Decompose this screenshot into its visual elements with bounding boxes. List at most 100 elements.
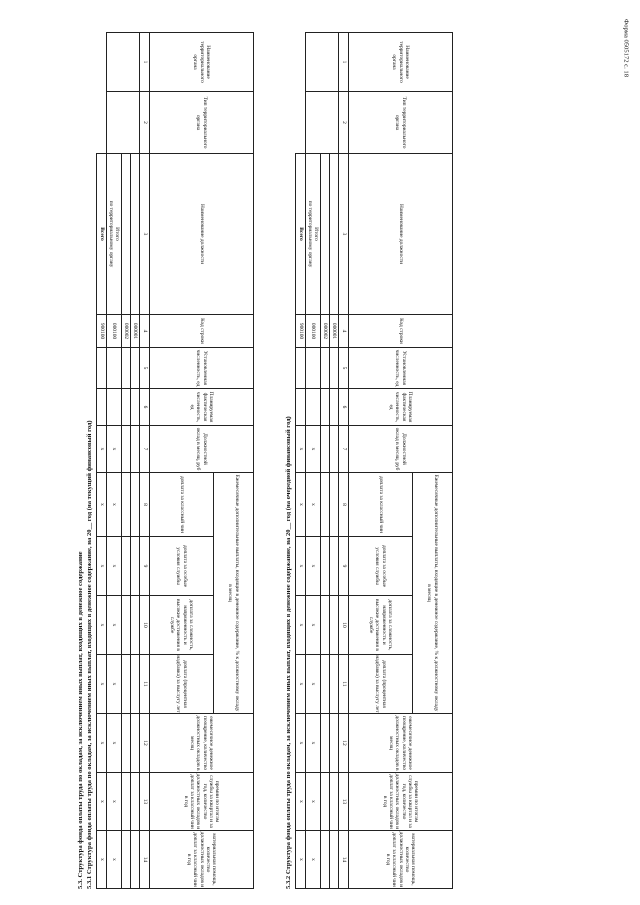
header-bonus-monthly: ежемесячное денежное поощрение, количест… xyxy=(189,715,214,771)
col-number: 3 xyxy=(139,153,150,315)
table-row: Всего 900100 x x x x x x x x xyxy=(295,33,306,889)
header-staff-established: Установленная численность, ед xyxy=(195,349,208,387)
x-mark: x xyxy=(96,830,107,889)
row-code: 000001 xyxy=(130,314,140,348)
header-special-conditions: доплата за особые условия службы xyxy=(374,545,387,587)
col-number: 9 xyxy=(139,536,150,596)
x-mark: x xyxy=(295,654,306,714)
x-mark: x xyxy=(305,830,321,889)
x-mark: x xyxy=(295,536,306,596)
row-code: 000100 xyxy=(305,314,321,348)
section-5-3-title: 5.3. Структура фонда оплаты труда по окл… xyxy=(77,551,84,889)
header-row-code: Код строки xyxy=(397,318,404,344)
row-code: 000100 xyxy=(106,314,122,348)
header-bonus-quarterly: премии по итогам службы за квартал и за … xyxy=(382,773,419,830)
total-label: Итого xyxy=(114,227,121,241)
header-org-name: Наименование территориального органа xyxy=(192,41,211,83)
col-number: 14 xyxy=(338,830,349,889)
col-number: 7 xyxy=(139,425,150,473)
x-mark: x xyxy=(295,595,306,655)
row-code: 000002 xyxy=(121,314,131,348)
header-salary: Должностной оклад в месяц, руб xyxy=(394,427,407,471)
x-mark: x xyxy=(106,472,122,537)
x-mark: x xyxy=(96,772,107,831)
total-by-org-label: по территориальному органу xyxy=(307,200,313,268)
table-row: 000001 xyxy=(305,32,339,889)
row-code: 900100 xyxy=(96,314,107,348)
col-number: 2 xyxy=(338,91,349,154)
table-row: Всего 900100 x x x x x x x x xyxy=(96,33,107,889)
x-mark: x xyxy=(305,713,321,773)
header-complexity: доплата за сложность, напряженность и вы… xyxy=(368,599,393,651)
col-number: 1 xyxy=(139,32,150,92)
header-bonus-monthly: ежемесячное денежное поощрение, количест… xyxy=(388,715,413,771)
col-number: 10 xyxy=(338,595,349,655)
header-monthly-group: Ежемесячные дополнительные выплаты, вход… xyxy=(227,474,240,712)
grand-total-label: Всего xyxy=(96,153,107,315)
x-mark: x xyxy=(106,654,122,714)
header-org-type: Тип территориального органа xyxy=(195,96,208,149)
x-mark: x xyxy=(305,472,321,537)
header-special-conditions: доплата за особые условия службы xyxy=(175,545,188,587)
x-mark: x xyxy=(106,425,122,473)
x-mark: x xyxy=(106,595,122,655)
header-material-aid: материальная помощь, количество должност… xyxy=(385,831,416,888)
x-mark: x xyxy=(305,425,321,473)
form-label: Форма 0505172 с. 18 xyxy=(622,19,630,77)
x-mark: x xyxy=(96,713,107,773)
col-number: 12 xyxy=(338,713,349,773)
x-mark: x xyxy=(106,713,122,773)
x-mark: x xyxy=(305,772,321,831)
x-mark: x xyxy=(295,425,306,473)
table-row: 000001 xyxy=(106,32,140,889)
col-number: 8 xyxy=(338,472,349,537)
x-mark: x xyxy=(295,713,306,773)
header-material-aid: материальная помощь, количество должност… xyxy=(186,831,217,888)
table-row: 000002 xyxy=(121,33,131,889)
x-mark: x xyxy=(305,536,321,596)
x-mark: x xyxy=(96,472,107,537)
x-mark: x xyxy=(106,830,122,889)
x-mark: x xyxy=(96,595,107,655)
col-number: 8 xyxy=(139,472,150,537)
grand-total-label: Всего xyxy=(295,153,306,315)
header-seniority: доплата (процентная надбавка) за выслугу… xyxy=(175,655,188,713)
section-5-3-1-title: 5.3.1 Структура фонда оплаты труда по ок… xyxy=(86,420,93,889)
header-staff-actual: Планируемая фактическая численность, ед xyxy=(388,391,413,423)
col-number: 6 xyxy=(338,388,349,426)
col-number: 2 xyxy=(139,91,150,154)
col-number: 13 xyxy=(338,772,349,831)
header-bonus-quarterly: премии по итогам службы за квартал и за … xyxy=(183,773,220,830)
x-mark: x xyxy=(295,830,306,889)
header-staff-actual: Планируемая фактическая численность, ед xyxy=(189,391,214,423)
x-mark: x xyxy=(295,472,306,537)
col-number: 14 xyxy=(139,830,150,889)
header-org-type: Тип территориального органа xyxy=(394,96,407,149)
header-complexity: доплата за сложность, напряженность и вы… xyxy=(169,599,194,651)
col-number: 3 xyxy=(338,153,349,315)
section-5-3-2-title: 5.3.2 Структура фонда оплаты труда по ок… xyxy=(285,416,292,889)
header-row-code: Код строки xyxy=(198,318,205,344)
row-code: 000001 xyxy=(329,314,339,348)
x-mark: x xyxy=(295,772,306,831)
col-number: 5 xyxy=(139,347,150,389)
table-5-3-2: Наименование территориального органа Тип… xyxy=(295,32,453,889)
header-class-rank: доплата за классный чин xyxy=(377,475,384,533)
x-mark: x xyxy=(96,536,107,596)
header-seniority: доплата (процентная надбавка) за выслугу… xyxy=(374,655,387,713)
col-number: 10 xyxy=(139,595,150,655)
x-mark: x xyxy=(96,425,107,473)
x-mark: x xyxy=(96,654,107,714)
col-number: 9 xyxy=(338,536,349,596)
header-position: Наименование должности xyxy=(198,203,205,265)
header-salary: Должностной оклад в месяц, руб xyxy=(195,427,208,471)
col-number: 5 xyxy=(338,347,349,389)
row-code: 900100 xyxy=(295,314,306,348)
col-number: 11 xyxy=(139,654,150,714)
col-number: 13 xyxy=(139,772,150,831)
table-row: 000002 xyxy=(320,33,330,889)
x-mark: x xyxy=(305,595,321,655)
